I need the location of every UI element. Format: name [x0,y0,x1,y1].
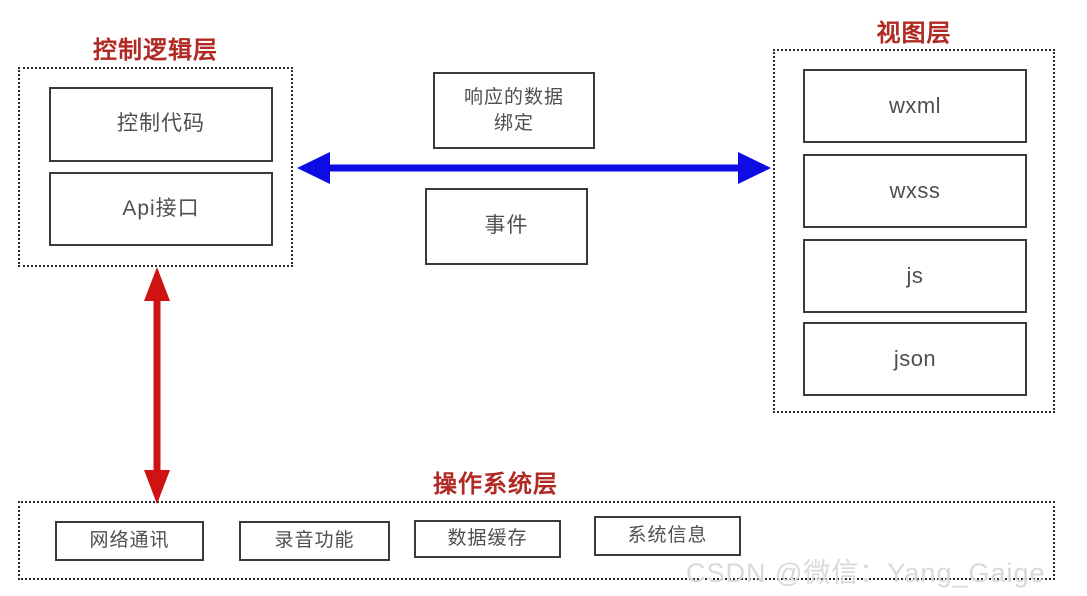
blue-arrowhead-right [738,152,771,184]
json-box: json [803,322,1027,396]
red-arrowhead-bottom [144,470,170,504]
data-cache-box: 数据缓存 [414,520,561,558]
blue-arrowhead-left [297,152,330,184]
red-arrowhead-top [144,267,170,301]
os-layer-label: 操作系统层 [433,471,558,498]
js-box: js [803,239,1027,313]
red-double-arrow [144,267,170,504]
control-code-box: 控制代码 [49,87,273,162]
csdn-watermark: CSDN @微信：Yang_Gaige [686,558,1046,588]
control-layer-label: 控制逻辑层 [93,37,218,64]
wxss-box: wxss [803,154,1027,228]
recording-box: 录音功能 [239,521,390,561]
blue-double-arrow [297,152,771,184]
event-box: 事件 [425,188,588,265]
api-interface-box: Api接口 [49,172,273,246]
network-box: 网络通讯 [55,521,204,561]
system-info-box: 系统信息 [594,516,741,556]
view-layer-label: 视图层 [876,20,952,47]
wxml-box: wxml [803,69,1027,143]
view-layer-container [773,49,1055,413]
data-binding-box: 响应的数据 绑定 [433,72,595,149]
os-layer-container [18,501,1055,580]
control-layer-container [18,67,293,267]
